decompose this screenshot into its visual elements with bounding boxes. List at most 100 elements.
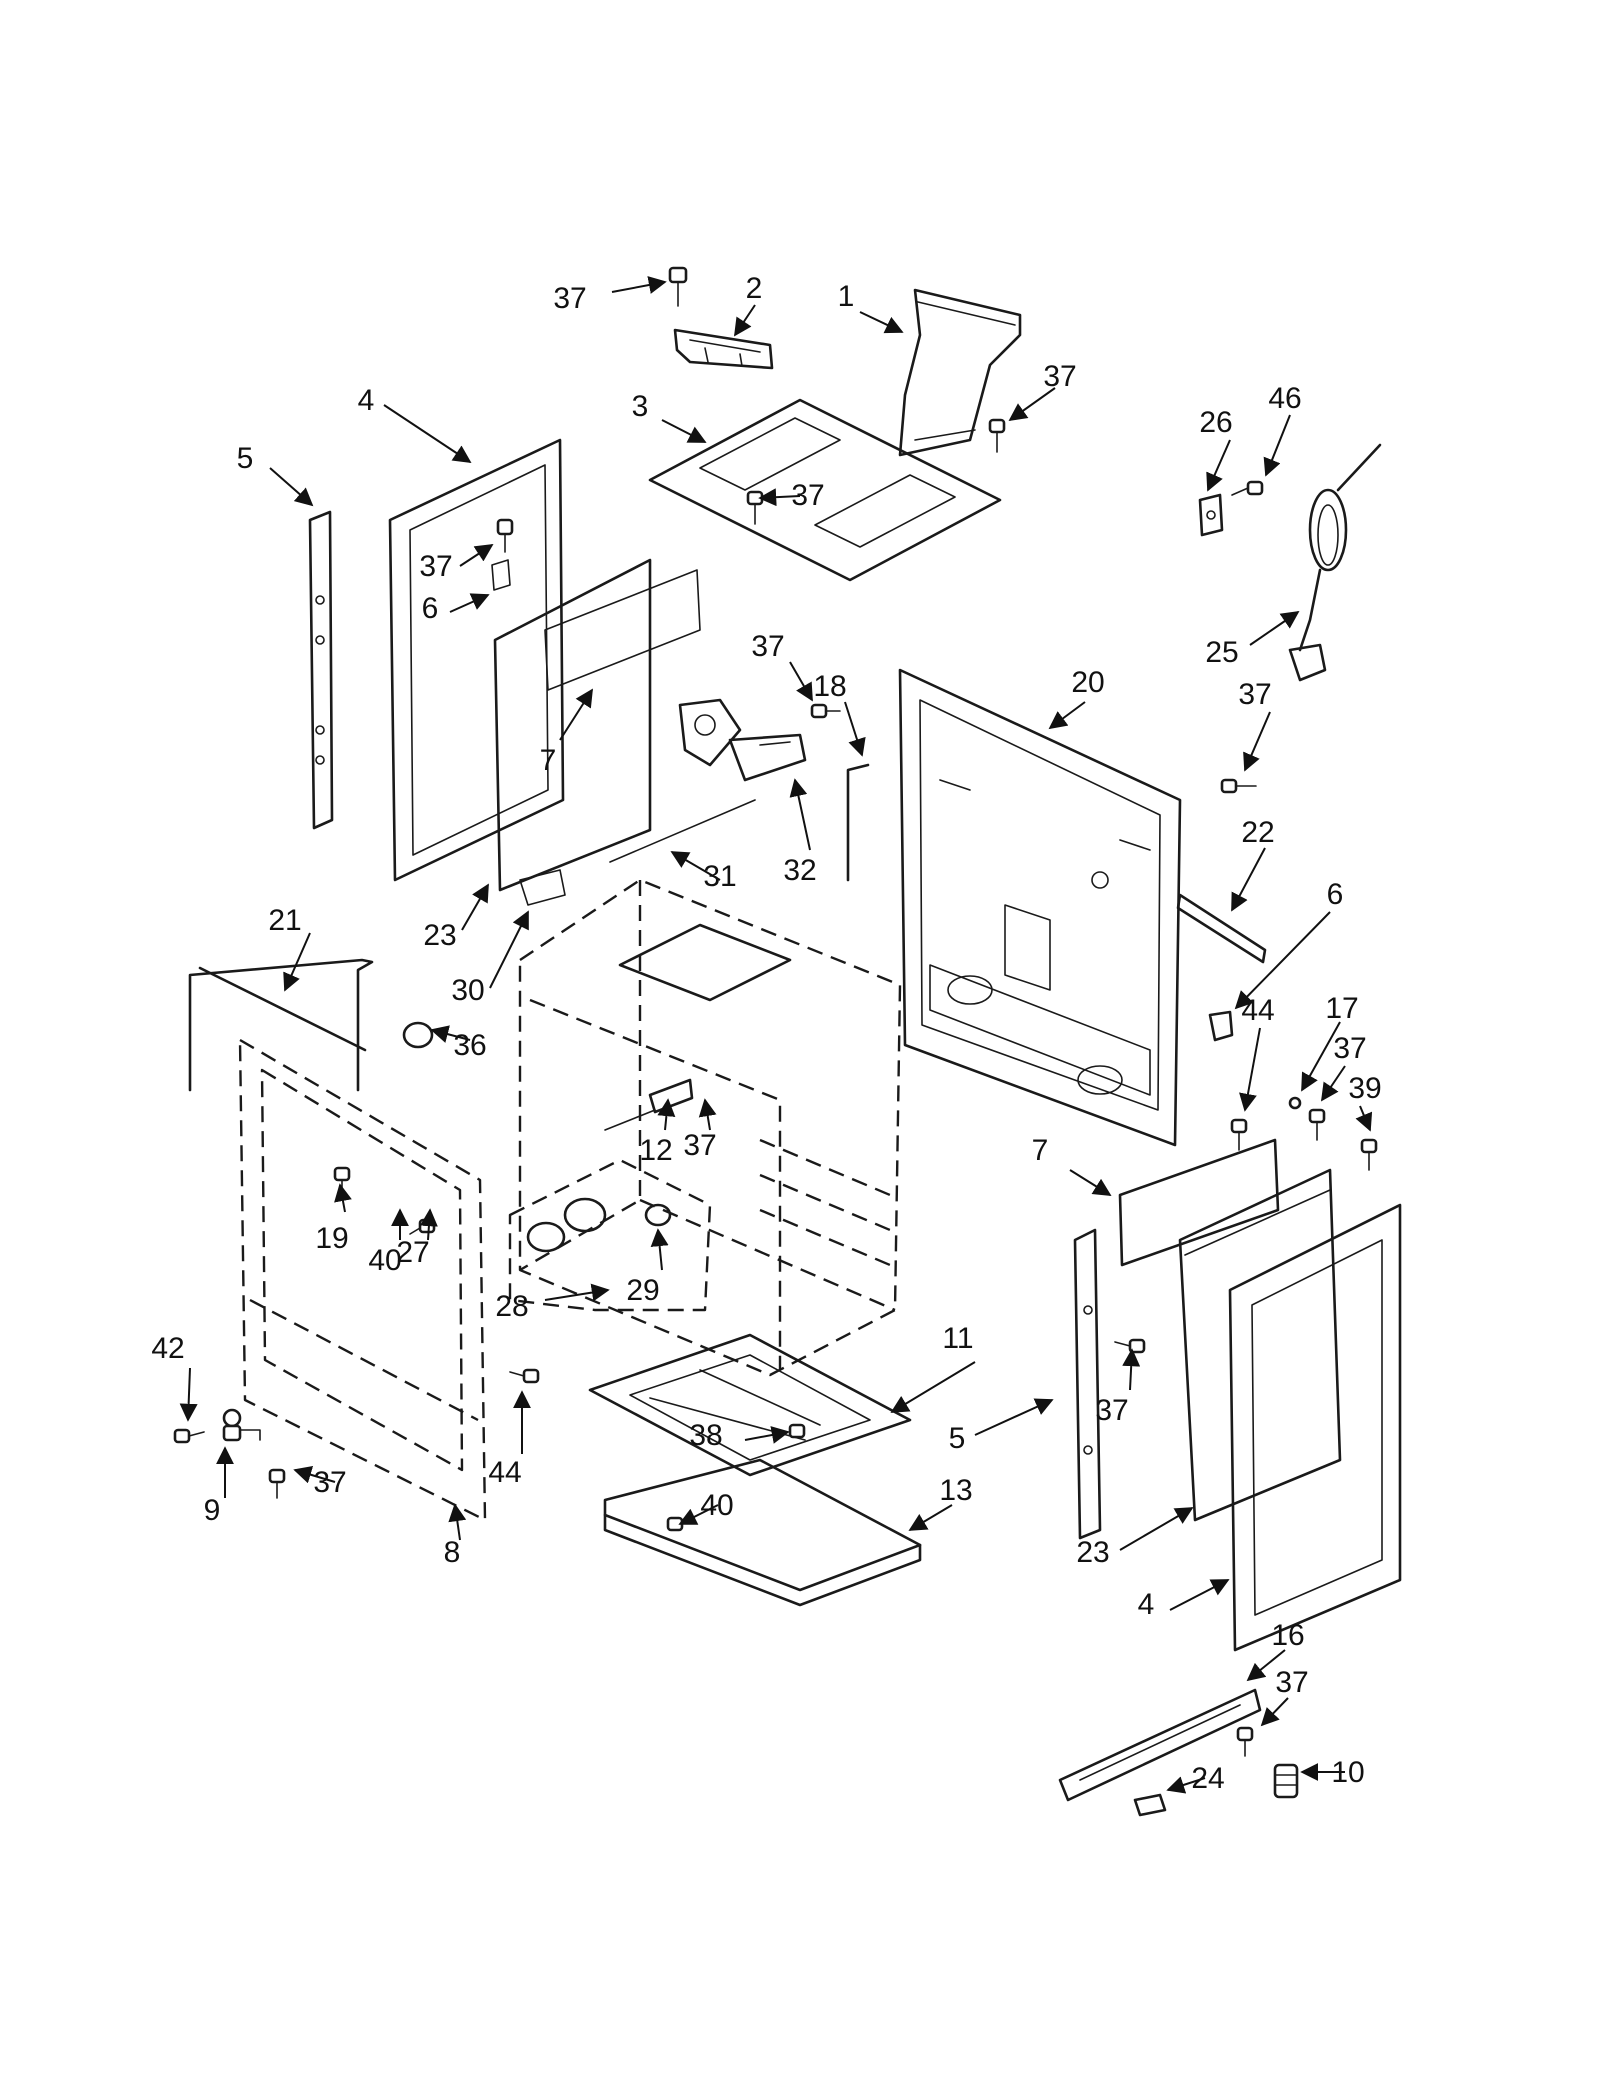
callout-leader	[1231, 847, 1266, 912]
callout-22: 22	[1231, 816, 1275, 912]
callout-leader	[1048, 701, 1086, 730]
callout-leader	[661, 419, 707, 443]
callout-leader	[734, 304, 756, 337]
callout-17: 17	[1301, 992, 1359, 1092]
callout-leader	[789, 778, 811, 851]
callout-6: 6	[1234, 878, 1343, 1010]
callout-leader	[859, 311, 904, 334]
callout-number: 29	[626, 1274, 659, 1307]
callout-number: 23	[423, 919, 456, 952]
callout-5: 5	[949, 1398, 1054, 1455]
callout-leader	[544, 1283, 610, 1302]
callout-19: 19	[315, 1183, 352, 1255]
part-6-clip-right	[1208, 1010, 1234, 1042]
screw-icon	[1288, 1096, 1302, 1110]
part-20-rear-panel	[898, 668, 1182, 1147]
callout-leader	[908, 1504, 953, 1531]
callout-leader	[1166, 1776, 1206, 1794]
callout-leader	[179, 1367, 198, 1422]
callout-number: 24	[1191, 1762, 1224, 1795]
callout-number: 37	[1043, 360, 1076, 393]
callout-leader	[1263, 414, 1291, 477]
callout-number: 46	[1268, 382, 1301, 415]
callout-27: 27	[396, 1208, 438, 1269]
callout-44: 44	[1239, 994, 1275, 1112]
callout-number: 37	[1095, 1394, 1128, 1427]
callout-7: 7	[1032, 1134, 1112, 1196]
part-1-vent-duct	[898, 288, 1022, 457]
callout-2: 2	[734, 272, 762, 337]
callout-16: 16	[1246, 1619, 1305, 1682]
callout-leader	[678, 1504, 719, 1525]
callout-number: 37	[313, 1466, 346, 1499]
callout-number: 10	[1331, 1756, 1364, 1789]
callout-leader	[1260, 1697, 1289, 1727]
callout-leader	[650, 1228, 669, 1271]
callout-leader	[430, 1025, 471, 1043]
screw-icon	[1308, 1108, 1326, 1141]
callout-40: 40	[678, 1489, 734, 1525]
callout-11: 11	[890, 1322, 976, 1413]
callout-46: 46	[1263, 382, 1302, 477]
callout-37: 37	[553, 276, 667, 315]
callout-number: 37	[683, 1129, 716, 1162]
part-13-drawer	[603, 1458, 922, 1607]
part-12-igniter	[604, 1078, 694, 1131]
callout-number: 37	[751, 630, 784, 663]
callout-number: 3	[632, 390, 649, 423]
callout-32: 32	[783, 778, 817, 887]
callout-36: 36	[430, 1025, 487, 1062]
callout-leader	[844, 701, 866, 757]
callout-number: 40	[368, 1244, 401, 1277]
callout-31: 31	[670, 851, 737, 893]
callout-26: 26	[1199, 406, 1233, 492]
screw-icon	[1360, 1138, 1378, 1171]
callout-leader	[559, 688, 593, 741]
callout-37: 37	[758, 479, 825, 512]
callout-number: 25	[1205, 636, 1238, 669]
screw-icon	[268, 1468, 286, 1499]
callout-number: 44	[1241, 994, 1274, 1027]
callout-number: 6	[422, 592, 439, 625]
callout-37: 37	[1095, 1348, 1141, 1427]
part-4-side-panel-right	[1228, 1203, 1402, 1652]
callout-leader	[744, 1426, 790, 1444]
callout-7: 7	[540, 688, 593, 777]
callout-37: 37	[1238, 678, 1272, 772]
part-2-bracket	[673, 328, 774, 370]
part-3-top-panel	[648, 398, 1002, 582]
callout-37: 37	[419, 544, 494, 583]
callout-leader	[1122, 1348, 1141, 1391]
screw-icon	[1220, 778, 1257, 794]
callout-leader	[1249, 610, 1300, 646]
callout-number: 9	[204, 1494, 221, 1527]
part-21-gasket	[188, 958, 374, 1092]
callout-leader	[1234, 911, 1331, 1010]
callout-37: 37	[1320, 1032, 1367, 1102]
callout-number: 13	[939, 1474, 972, 1507]
callout-leader	[1169, 1579, 1230, 1611]
callout-leader	[461, 883, 489, 931]
callout-23: 23	[1076, 1507, 1194, 1569]
callout-4: 4	[1138, 1579, 1230, 1621]
callout-3: 3	[632, 390, 707, 443]
callout-number: 31	[703, 860, 736, 893]
callout-number: 28	[495, 1290, 528, 1323]
part-32-valve-assembly	[678, 698, 841, 782]
callout-number: 42	[151, 1332, 184, 1365]
callout-leader	[1246, 1649, 1286, 1682]
callout-number: 18	[813, 670, 846, 703]
callout-number: 37	[1238, 678, 1271, 711]
callout-25: 25	[1205, 610, 1300, 669]
callout-6: 6	[422, 592, 490, 625]
callout-37: 37	[751, 630, 813, 702]
screw-icon	[1114, 1338, 1146, 1354]
callout-number: 30	[451, 974, 484, 1007]
callout-leader	[698, 1098, 717, 1131]
callout-30: 30	[451, 910, 529, 1007]
part-36-cap	[402, 1021, 434, 1049]
callout-leader	[449, 593, 490, 613]
